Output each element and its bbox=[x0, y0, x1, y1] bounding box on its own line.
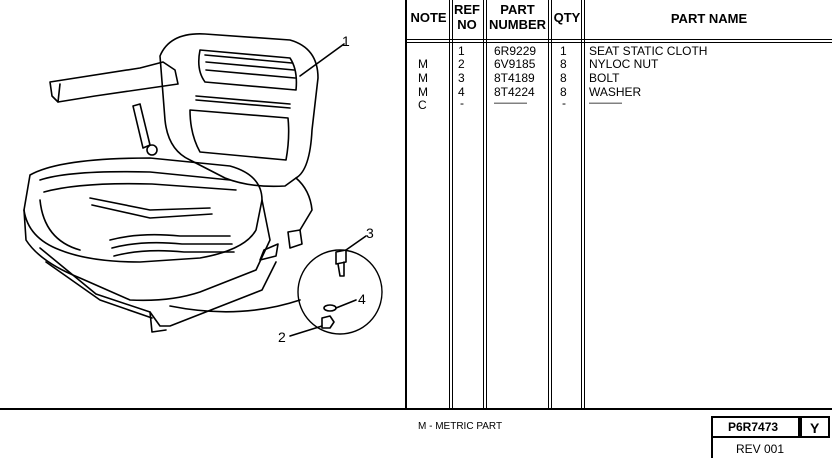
seat-illustration: 1 3 4 2 bbox=[23, 33, 383, 345]
revision: REV 001 bbox=[736, 442, 785, 456]
revision-letter: Y bbox=[810, 420, 820, 436]
callout-3: 3 bbox=[366, 225, 374, 241]
col-divider bbox=[584, 0, 585, 408]
header-part-name: PART NAME bbox=[670, 11, 748, 26]
callout-2: 2 bbox=[278, 329, 286, 345]
row-ref: - bbox=[460, 96, 464, 110]
col-divider bbox=[483, 0, 484, 408]
revision-letter-box bbox=[800, 416, 830, 438]
header-part-line1: PART bbox=[500, 2, 535, 17]
row-part-number: 8T4189 bbox=[494, 71, 535, 85]
col-divider bbox=[551, 0, 552, 408]
header-rule bbox=[405, 39, 832, 40]
row-part-number: 6R9229 bbox=[494, 44, 537, 58]
header-ref-line1: REF bbox=[454, 2, 480, 17]
row-note: M bbox=[418, 85, 428, 99]
footer-divider bbox=[711, 438, 713, 458]
header-ref-line2: NO bbox=[457, 17, 477, 32]
header-qty: QTY bbox=[553, 10, 581, 25]
footer-rule bbox=[0, 408, 832, 410]
row-part-number: 8T4224 bbox=[494, 85, 535, 99]
row-part-name: SEAT STATIC CLOTH bbox=[589, 44, 708, 58]
row-qty: 8 bbox=[560, 57, 567, 71]
row-note: M bbox=[418, 57, 428, 71]
row-part-name: NYLOC NUT bbox=[589, 57, 659, 71]
col-divider bbox=[452, 0, 453, 408]
row-ref: 1 bbox=[458, 44, 465, 58]
row-part-name: BOLT bbox=[589, 71, 620, 85]
row-part-number: 6V9185 bbox=[494, 57, 536, 71]
row-part-number: ——— bbox=[494, 97, 527, 109]
header-note: NOTE bbox=[410, 10, 447, 25]
row-qty: 1 bbox=[560, 44, 567, 58]
row-qty: 8 bbox=[560, 85, 567, 99]
callout-4: 4 bbox=[358, 291, 366, 307]
row-ref: 4 bbox=[458, 85, 465, 99]
col-divider bbox=[581, 0, 582, 408]
row-note: M bbox=[418, 71, 428, 85]
metric-legend: M - METRIC PART bbox=[418, 421, 503, 432]
col-divider bbox=[486, 0, 487, 408]
row-qty: - bbox=[562, 96, 566, 110]
row-qty: 8 bbox=[560, 71, 567, 85]
header-part-line2: NUMBER bbox=[488, 17, 547, 32]
col-divider bbox=[548, 0, 549, 408]
drawing-number: P6R7473 bbox=[728, 420, 779, 434]
row-note: C bbox=[418, 98, 427, 112]
row-ref: 3 bbox=[458, 71, 465, 85]
drawing-number-box bbox=[711, 416, 800, 438]
table-border-left bbox=[405, 0, 407, 408]
row-part-name: ——— bbox=[589, 97, 622, 109]
header-rule bbox=[405, 42, 832, 43]
col-divider bbox=[449, 0, 450, 408]
row-part-name: WASHER bbox=[589, 85, 642, 99]
row-ref: 2 bbox=[458, 57, 465, 71]
callout-1: 1 bbox=[342, 33, 350, 49]
